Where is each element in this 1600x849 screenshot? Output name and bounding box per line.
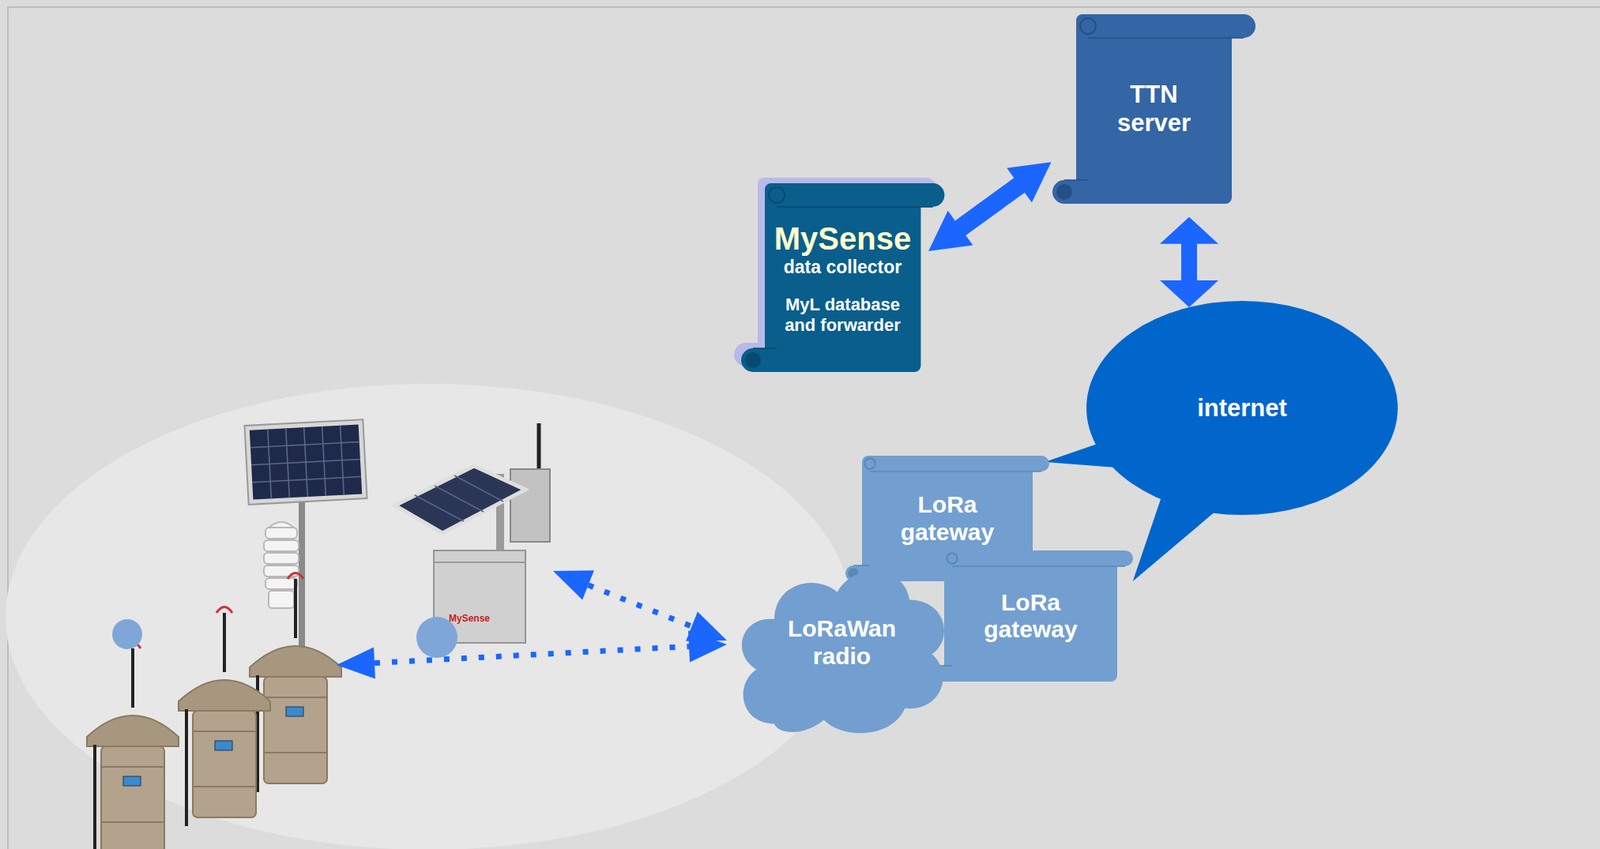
node-label: LoRa gateway [888,491,1007,546]
node-label: MyL database and forwarder [783,294,902,336]
collector-scroll-outline [764,183,921,373]
internet-bubble: internet [1086,301,1398,516]
block-arrow-connector [928,161,1051,252]
node-content: LoRaWan radio [729,545,955,740]
device-brand-label: MySense [448,613,490,625]
block-arrow-connector [1159,217,1219,308]
radio-cloud: LoRaWan radio [729,545,955,740]
node-label: internet [1197,394,1288,423]
node-content: internet [1086,301,1398,516]
gateway-scroll: LoRa gateway [944,550,1118,682]
node-label: MySense [774,220,912,257]
node-label: LoRaWan radio [775,615,910,671]
server-scroll: TTN server [1076,14,1232,204]
node-content: TTN server [1076,14,1232,204]
node-label: TTN server [1106,80,1202,137]
node-content: MySensedata collectorMyL database and fo… [764,183,921,373]
node-label: LoRa gateway [971,589,1091,644]
node-label: data collector [783,256,903,278]
node-content: LoRa gateway [944,550,1118,682]
collector-scroll: MySensedata collectorMyL database and fo… [764,183,921,373]
